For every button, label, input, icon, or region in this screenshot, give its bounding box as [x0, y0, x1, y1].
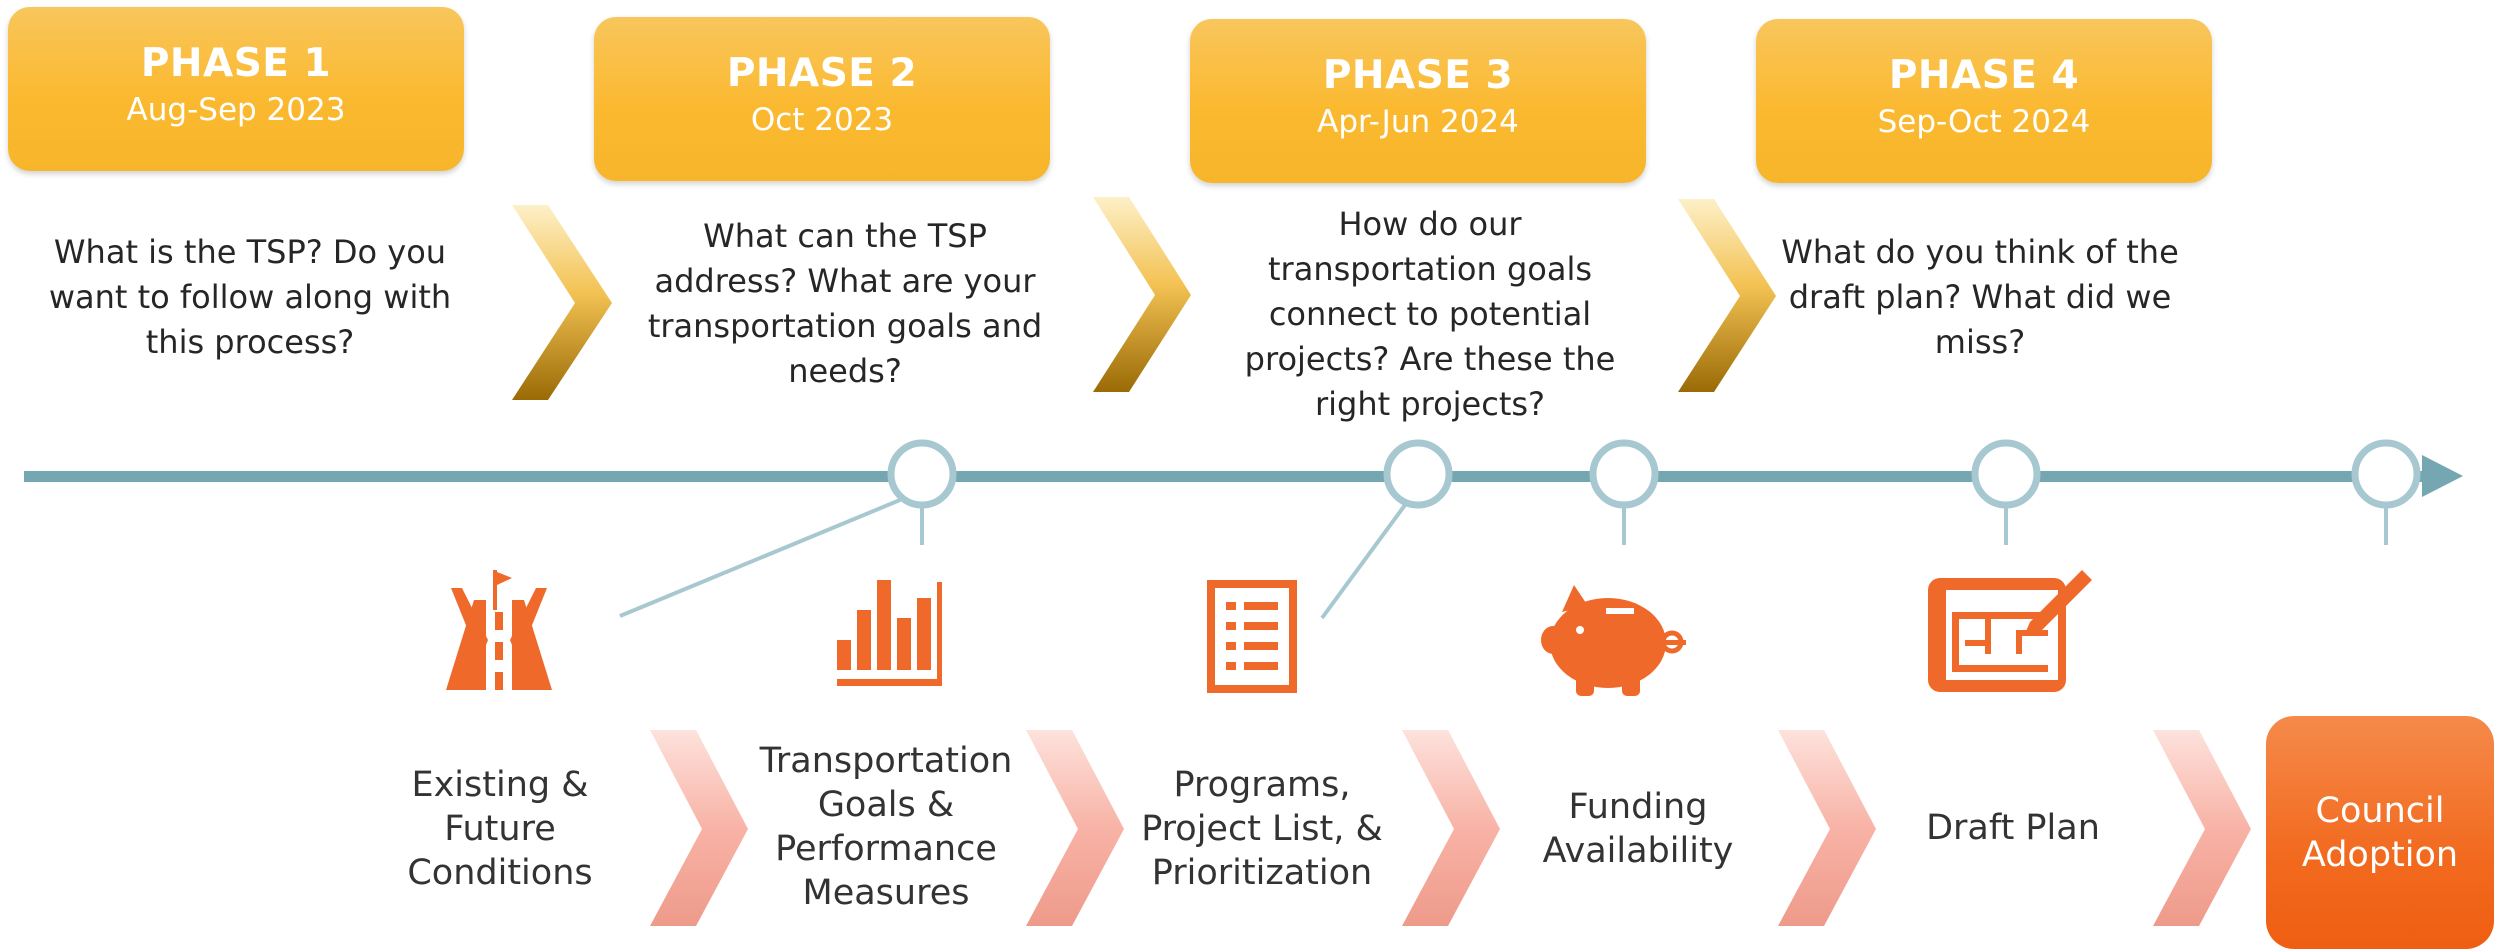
- phase-1-box: PHASE 1 Aug-Sep 2023: [8, 7, 464, 171]
- step-arrow: [1402, 730, 1500, 926]
- milestone-marker: [1971, 439, 2041, 509]
- timeline-line: [24, 455, 2463, 497]
- phase-arrow: [1678, 199, 1776, 392]
- phase-2-box: PHASE 2 Oct 2023: [594, 17, 1050, 181]
- step-label: Programs, Project List, & Prioritization: [1141, 765, 1383, 893]
- step-label: Existing & Future Conditions: [407, 765, 593, 893]
- milestone-marker: [2351, 439, 2421, 509]
- checklist-icon: [1207, 580, 1297, 693]
- phase-4-question: What do you think of the draft plan? Wha…: [1781, 233, 2179, 361]
- phase-3-box: PHASE 3 Apr-Jun 2024: [1190, 19, 1646, 183]
- bar-chart-icon: [837, 580, 942, 686]
- step-arrow: [1778, 730, 1876, 926]
- road-icon: [446, 570, 552, 690]
- milestone-connector: [619, 498, 901, 618]
- phase-arrow: [1093, 197, 1191, 392]
- phase-title: PHASE 3: [1322, 53, 1514, 98]
- phase-3-question: How do our transportation goals connect …: [1244, 205, 1616, 423]
- milestone-connector: [1320, 503, 1407, 620]
- step-label: Transportation Goals & Performance Measu…: [759, 741, 1013, 913]
- council-adoption-box: Council Adoption: [2266, 716, 2494, 949]
- milestone-marker: [887, 439, 957, 509]
- phase-title: PHASE 4: [1888, 53, 2080, 98]
- step-arrow: [2153, 730, 2251, 926]
- step-arrow: [650, 730, 748, 926]
- phase-2-question: What can the TSP address? What are your …: [647, 217, 1043, 390]
- phase-dates: Aug-Sep 2023: [126, 92, 346, 128]
- step-label: Draft Plan: [1926, 808, 2100, 848]
- step-arrow: [1026, 730, 1124, 926]
- phase-title: PHASE 2: [726, 51, 918, 96]
- step-label: Funding Availability: [1542, 787, 1734, 871]
- phase-dates: Sep-Oct 2024: [1877, 104, 2091, 140]
- phase-title: PHASE 1: [140, 41, 332, 86]
- milestone-marker: [1589, 439, 1659, 509]
- milestone-marker: [1383, 439, 1453, 509]
- blueprint-icon: [1928, 570, 2092, 692]
- phase-dates: Apr-Jun 2024: [1317, 104, 1519, 140]
- phase-arrow: [512, 205, 612, 400]
- phase-4-box: PHASE 4 Sep-Oct 2024: [1756, 19, 2212, 183]
- phase-dates: Oct 2023: [750, 102, 894, 138]
- piggy-bank-icon: [1541, 585, 1686, 696]
- phase-1-question: What is the TSP? Do you want to follow a…: [48, 233, 452, 361]
- council-adoption-label: Council Adoption: [2301, 790, 2459, 875]
